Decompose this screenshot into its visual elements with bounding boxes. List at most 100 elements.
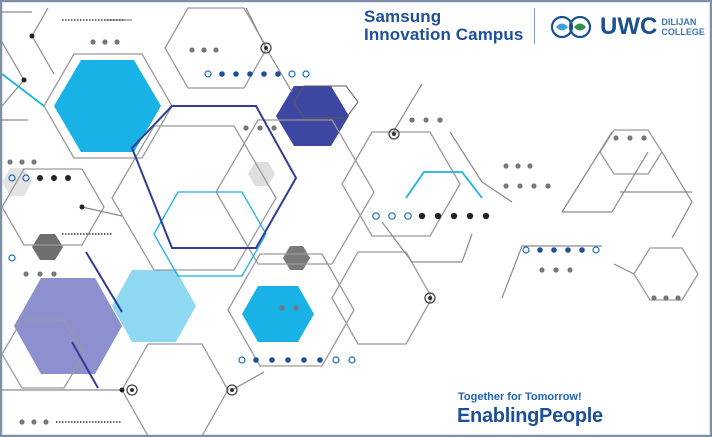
dot [29, 33, 35, 39]
dot [539, 267, 545, 273]
dot [434, 212, 442, 220]
dot [503, 183, 509, 189]
dot [545, 183, 551, 189]
dot [517, 183, 523, 189]
line [2, 79, 25, 107]
dot [567, 267, 573, 273]
dot [641, 135, 647, 141]
line [31, 35, 55, 75]
blue-dot [285, 357, 291, 363]
node-center [428, 296, 432, 300]
node-center [392, 132, 396, 136]
blue-dot [537, 247, 543, 253]
dot [114, 39, 120, 45]
hollow-dot [288, 70, 296, 78]
blue-dot [275, 71, 281, 77]
cyan-hexagon-small [242, 286, 314, 342]
samsung-innovation-campus-logo: Samsung Innovation Campus [364, 8, 523, 44]
line [81, 206, 123, 217]
line [613, 263, 635, 275]
outline-hexagon [633, 247, 699, 301]
node-center [130, 388, 134, 392]
node-ring [226, 384, 238, 396]
dot [119, 387, 125, 393]
node-ring [424, 292, 436, 304]
dot [437, 117, 443, 123]
outline-hexagon [2, 168, 105, 246]
gray-hexagon-small [283, 246, 310, 270]
dot [271, 125, 277, 131]
blue-dot [253, 357, 259, 363]
line [561, 131, 613, 213]
dot [663, 295, 669, 301]
hollow-dot [8, 174, 16, 182]
dot [482, 212, 490, 220]
line [381, 221, 413, 263]
uwc-dilijan-logo: UWC DILIJAN COLLEGE [550, 12, 705, 42]
dot [613, 135, 619, 141]
slogan-word-2: People [539, 405, 603, 427]
hollow-dot [372, 212, 380, 220]
hollow-dot [22, 174, 30, 182]
line [391, 83, 423, 135]
outline-hexagon [215, 119, 375, 265]
slogan: EnablingPeople [457, 405, 603, 428]
hollow-dot [404, 212, 412, 220]
line [661, 151, 693, 203]
line [461, 233, 473, 263]
line [265, 47, 293, 93]
blue-dot [301, 357, 307, 363]
cyan-line [2, 73, 45, 107]
hollow-dot [204, 70, 212, 78]
dot [257, 125, 263, 131]
cyan-hexagon [54, 60, 161, 152]
dot [51, 175, 57, 181]
hollow-dot [592, 246, 600, 254]
dot [79, 204, 85, 210]
node-center [264, 46, 268, 50]
hollow-dot [302, 70, 310, 78]
hollow-dot [522, 246, 530, 254]
dot [37, 271, 43, 277]
header-logos: Samsung Innovation Campus UWC DILIJAN CO… [364, 8, 705, 48]
dot [503, 163, 509, 169]
line [501, 245, 523, 299]
college-text: COLLEGE [661, 27, 705, 37]
dot [515, 163, 521, 169]
node-center [230, 388, 234, 392]
outline-hexagon [121, 343, 229, 435]
blue-dot [579, 247, 585, 253]
dot [7, 159, 13, 165]
hollow-dot [8, 254, 16, 262]
globe-people-icon [550, 15, 592, 39]
dot [213, 47, 219, 53]
line [671, 201, 693, 239]
blue-dot [551, 247, 557, 253]
dot [102, 39, 108, 45]
blue-dot [261, 71, 267, 77]
dot [19, 159, 25, 165]
dot [450, 212, 458, 220]
dot [189, 47, 195, 53]
navy-line [71, 341, 99, 389]
dot [31, 159, 37, 165]
dot [90, 39, 96, 45]
navy-outline-hexagon [130, 105, 298, 249]
dot [675, 295, 681, 301]
node-ring [126, 384, 138, 396]
dot [418, 212, 426, 220]
hollow-dot [238, 356, 246, 364]
dot [31, 419, 37, 425]
slogan-word-1: Enabling [457, 405, 540, 427]
navy-line [85, 251, 123, 313]
dot [466, 212, 474, 220]
innovation-campus-text: Innovation Campus [364, 25, 524, 44]
navy-outline-hexagon [293, 85, 359, 119]
cyan-outline-hexagon [153, 191, 267, 277]
dot [527, 163, 533, 169]
dot [65, 175, 71, 181]
tagline: Together for Tomorrow! [458, 391, 582, 403]
dot [627, 135, 633, 141]
line [481, 181, 513, 203]
